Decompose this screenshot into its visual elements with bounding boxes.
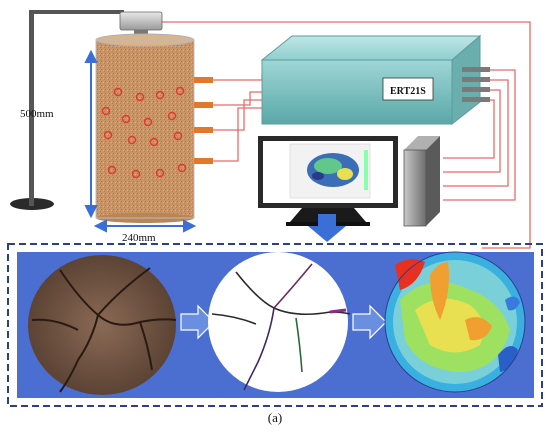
camera-wire: [162, 21, 531, 249]
pc-tower: [403, 136, 440, 227]
electrode-markers: [101, 86, 187, 179]
camera-stand: [10, 10, 163, 210]
crack-detection-image: [208, 252, 351, 392]
device-to-pc-wire-1: [443, 69, 516, 201]
monitor: [258, 136, 398, 226]
soil-column: [95, 33, 213, 223]
right-arrow-icon: [180, 304, 215, 340]
device-to-pc-wire-4: [443, 99, 495, 159]
diameter-dimension-label: 240mm: [122, 232, 156, 244]
right-arrow-icon: [352, 304, 387, 340]
electrode-wire-1: [213, 73, 268, 81]
camera-icon: [119, 11, 163, 31]
electrode-wire-2: [213, 91, 268, 106]
electrode-connectors: [194, 77, 213, 164]
height-dimension-label: 500mm: [20, 108, 54, 120]
height-dimension-arrow: [84, 49, 98, 219]
device-name-label: ERT21S: [390, 86, 426, 97]
diameter-dimension-arrow: [93, 219, 197, 233]
down-arrow-icon: [308, 214, 346, 242]
resistivity-contour-map: [384, 251, 526, 393]
cracked-soil-sample: [28, 255, 177, 395]
process-panel: [7, 243, 543, 407]
electrode-wire-4: [213, 107, 268, 162]
wiring: [162, 21, 531, 249]
ert-device: [260, 34, 490, 126]
electrode-wire-3: [213, 99, 268, 131]
device-to-pc-wire-2: [443, 79, 509, 187]
device-to-pc-wire-3: [443, 89, 501, 173]
figure-caption: (a): [267, 410, 283, 425]
